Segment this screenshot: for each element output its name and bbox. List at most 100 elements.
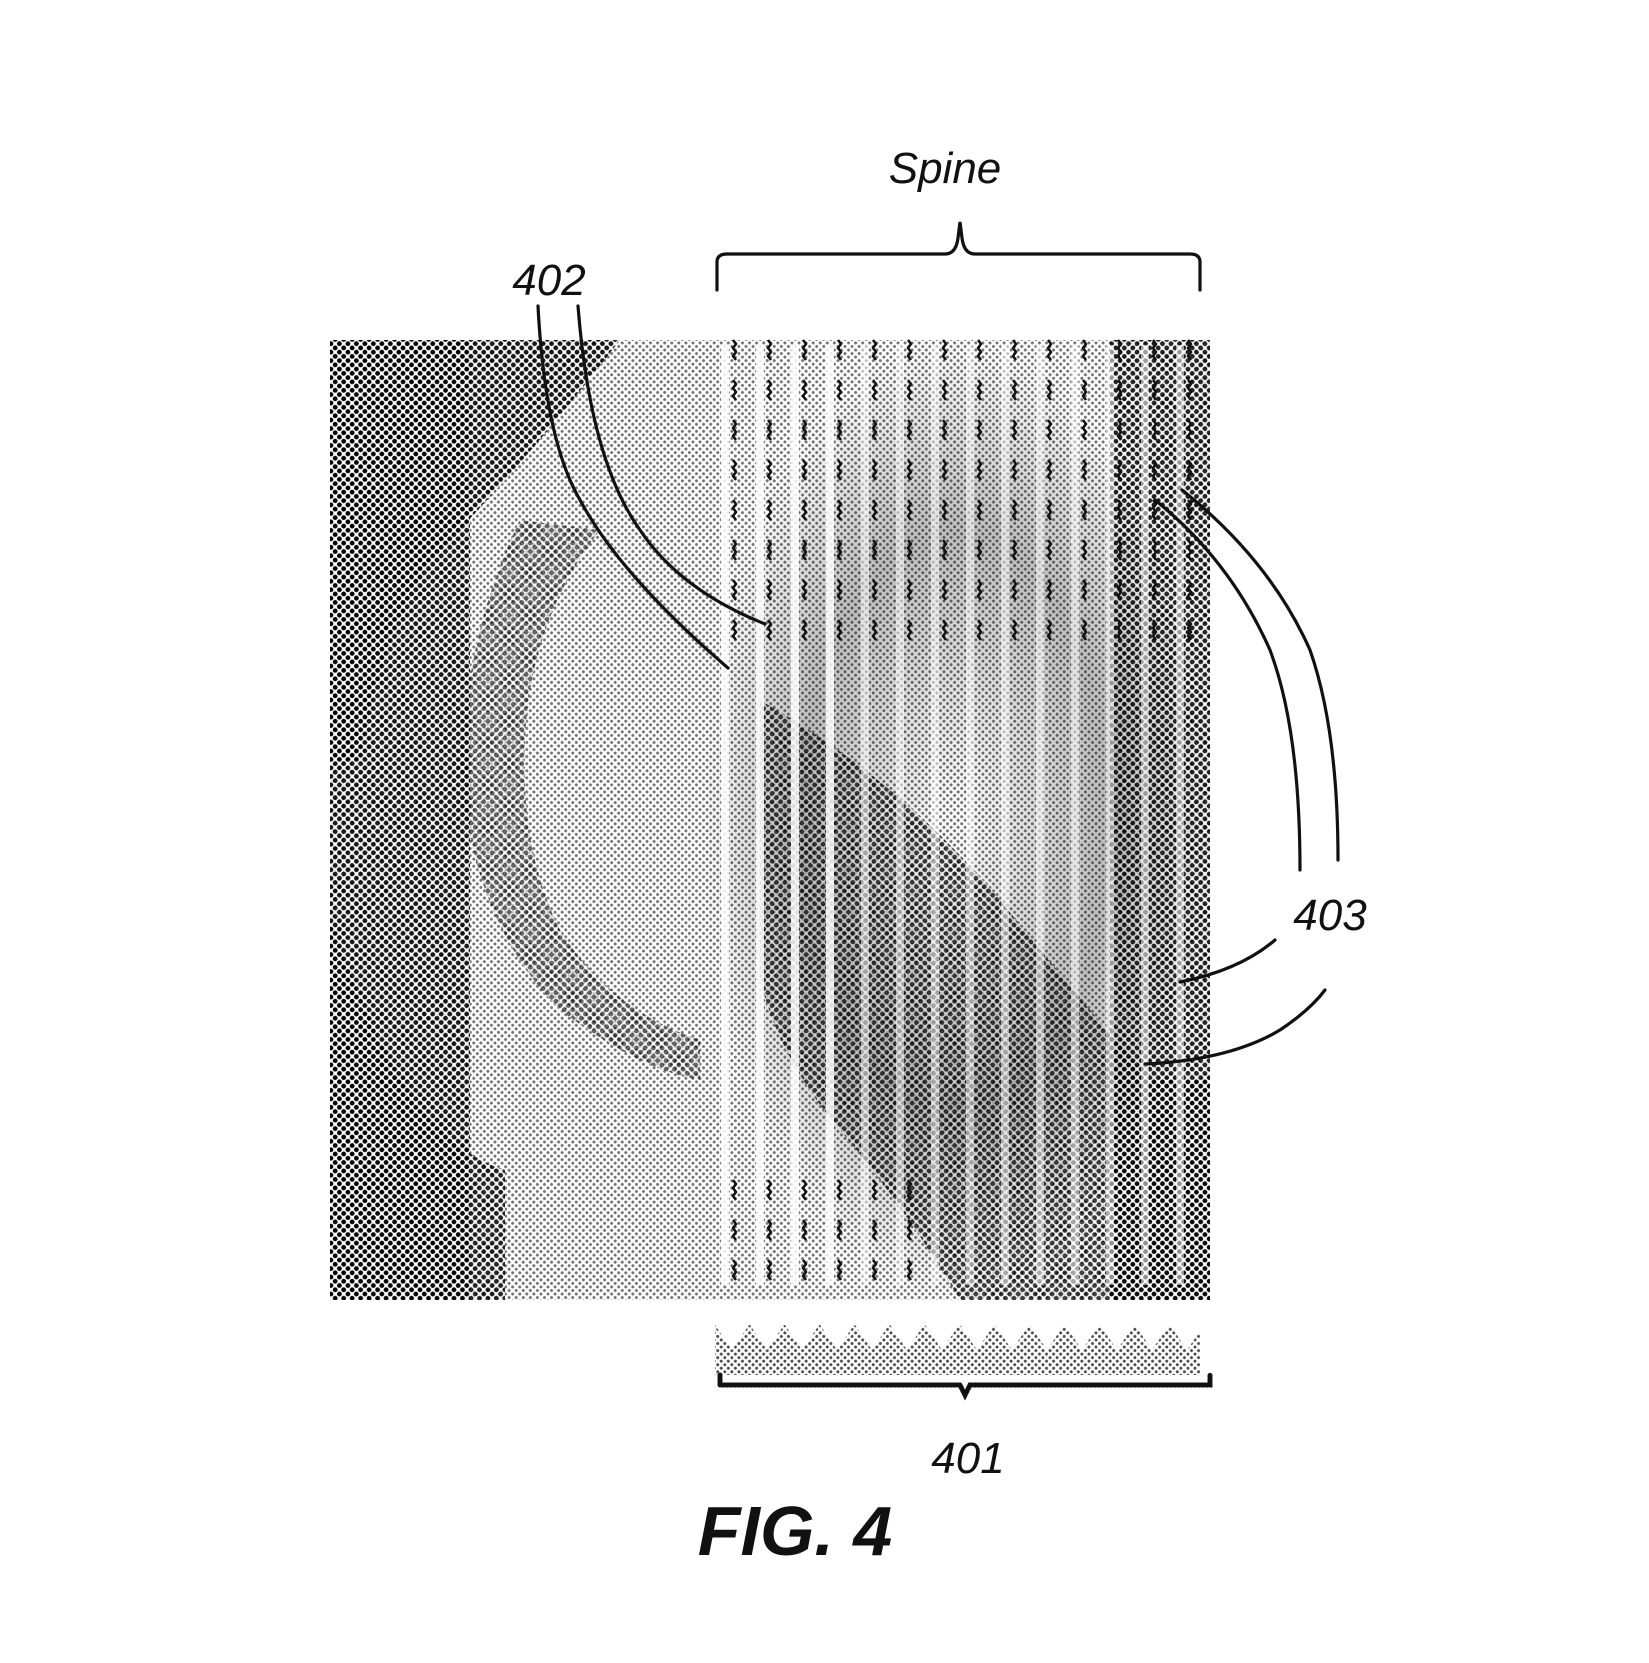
ref-401-label: 401 [931,1434,1004,1483]
bottom-pad [715,1325,749,1350]
bottom-pad [925,1325,959,1350]
spine-tick [1081,419,1088,441]
spine-tick [801,459,808,481]
figure-caption: FIG. 4 [698,1492,892,1570]
spine-tick [1046,499,1053,521]
spine-tick [1116,499,1123,521]
spine-tick [1081,499,1088,521]
spine-strip [896,345,904,1285]
spine-tick [976,579,983,601]
spine-tick [1186,379,1193,401]
spine-tick [1151,539,1158,561]
bottom-pad [995,1325,1029,1350]
spine-tick [801,379,808,401]
spine-tick [976,499,983,521]
spine-tick [1116,459,1123,481]
spine-tick [1011,339,1018,361]
bottom-pad [785,1325,819,1350]
spine-tick [801,1179,808,1201]
spine-tick [801,339,808,361]
spine-tick [1151,379,1158,401]
spine-tick [871,1259,878,1281]
spine-tick [766,339,773,361]
leader-403-a [1153,498,1302,872]
spine-tick [801,499,808,521]
spine-tick [766,379,773,401]
spine-tick [1046,339,1053,361]
spine-tick [1116,539,1123,561]
spine-strip [1106,345,1114,1285]
spine-tick [731,1179,738,1201]
spine-tick [1186,339,1193,361]
spine-tick [1116,339,1123,361]
spine-tick [766,1219,773,1241]
spine-tick [1151,419,1158,441]
spine-tick [871,419,878,441]
spine-tick [1081,539,1088,561]
spine-tick [906,339,913,361]
spine-tick [1011,459,1018,481]
spine-tick [1011,539,1018,561]
spine-tick [941,379,948,401]
spine-tick [1151,579,1158,601]
spine-tick [976,619,983,641]
spine-tick [731,1259,738,1281]
spine-tick [1186,619,1193,641]
spine-tick [906,1259,913,1281]
spine-tick [801,539,808,561]
spine-tick [976,339,983,361]
spine-tick [836,539,843,561]
spine-tick [766,1259,773,1281]
spine-tick [1151,339,1158,361]
spine-tick [1046,379,1053,401]
spine-strip [1141,345,1149,1285]
spine-tick [1186,539,1193,561]
spine-tick [976,379,983,401]
spine-strip [1001,345,1009,1285]
spine-tick [731,619,738,641]
spine-tick [906,379,913,401]
leader-402-a [536,304,730,670]
spine-tick [1081,379,1088,401]
spine-tick [731,579,738,601]
spine-tick [906,499,913,521]
spine-tick [1116,579,1123,601]
spine-tick [1046,539,1053,561]
spine-tick [1046,619,1053,641]
spine-strip [966,345,974,1285]
spine-brace [715,221,1202,292]
spine-tick [871,459,878,481]
spine-tick [836,1259,843,1281]
spine-strip [1176,345,1184,1285]
bottom-pad [1135,1325,1169,1350]
spine-tick [836,579,843,601]
spine-tick [836,619,843,641]
spine-tick [766,579,773,601]
leader-403-c [1178,938,1277,984]
spine-tick [871,1179,878,1201]
spine-tick [1116,619,1123,641]
spine-tick [801,619,808,641]
spine-tick [731,459,738,481]
spine-tick [1011,419,1018,441]
spine-tick [766,619,773,641]
spine-tick [906,419,913,441]
spine-tick [836,419,843,441]
bottom-pad [1065,1325,1099,1350]
spine-tick [731,379,738,401]
spine-strip [1071,345,1079,1285]
spine-tick [801,1259,808,1281]
bottom-pad [1170,1325,1204,1350]
spine-tick [1151,459,1158,481]
spine-tick [1186,499,1193,521]
spine-strip [791,345,799,1285]
spine-tick [871,379,878,401]
spine-tick [731,1219,738,1241]
spine-tick [871,499,878,521]
spine-tick [1011,499,1018,521]
spine-tick [731,499,738,521]
bottom-pad [1030,1325,1064,1350]
spine-strip [826,345,834,1285]
spine-tick [836,339,843,361]
